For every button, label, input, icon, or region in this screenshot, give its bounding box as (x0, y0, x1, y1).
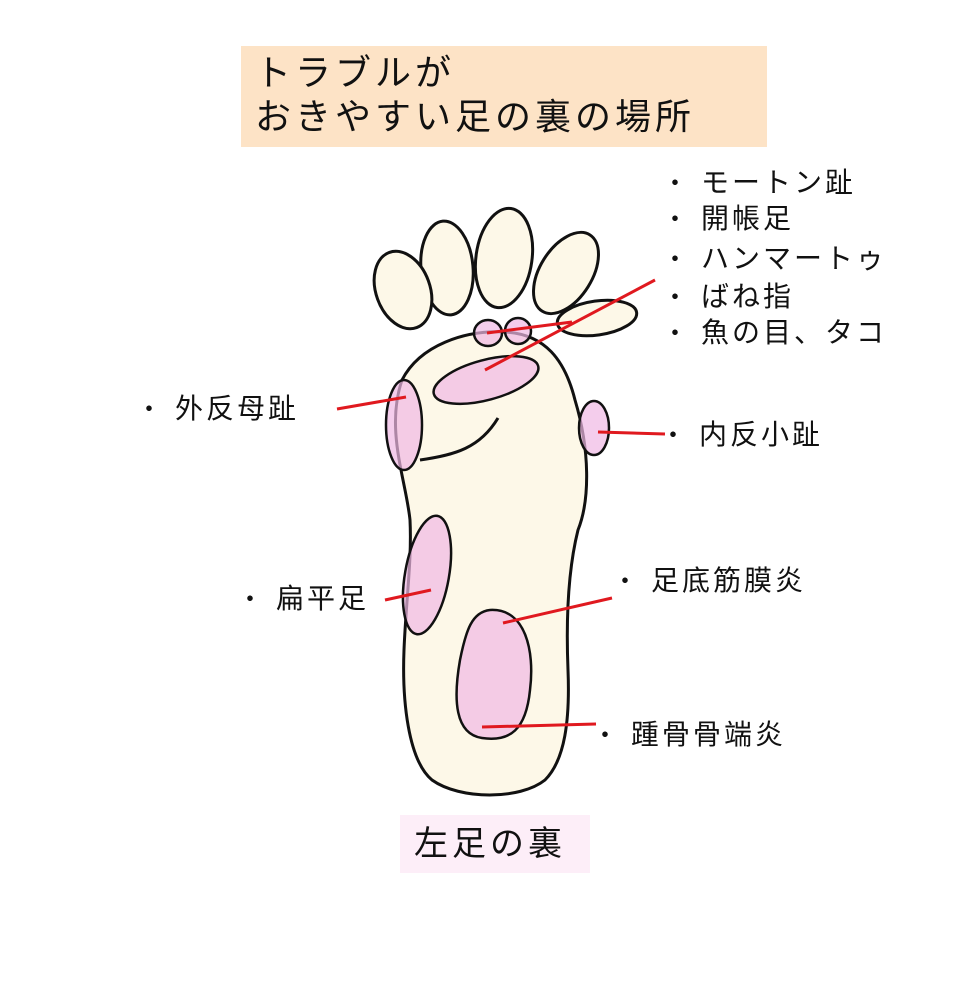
label-flat-foot-text: 扁平足 (276, 582, 370, 615)
bullet: ・ (237, 585, 267, 615)
label-morton-text: モートン趾 (701, 166, 857, 199)
label-corn-callus-text: 魚の目、タコ (701, 316, 888, 349)
title-box: トラブルが おきやすい足の裏の場所 (241, 46, 767, 147)
bullet: ・ (662, 169, 692, 199)
pointer-toe-base (486, 320, 573, 335)
label-morton: ・モートン趾 (662, 166, 856, 201)
bullet: ・ (592, 721, 622, 751)
marker-heel (455, 608, 533, 740)
marker-arch (401, 514, 453, 636)
label-plantar-fasciitis-text: 足底筋膜炎 (651, 564, 807, 597)
marker-metatarsal (432, 354, 540, 406)
toe-big (372, 249, 434, 331)
label-hallux-valgus-text: 外反母趾 (175, 392, 300, 425)
marker-hallux (384, 378, 424, 472)
label-spread-foot: ・開帳足 (662, 202, 794, 237)
pointer-hallux-valgus (336, 395, 407, 411)
bullet: ・ (662, 205, 692, 235)
marker-little-toe (577, 399, 611, 457)
bullet: ・ (660, 421, 690, 451)
toe-third (473, 206, 535, 310)
label-trigger-toe: ・ばね指 (662, 280, 794, 315)
pointer-plantar (502, 596, 613, 625)
pointer-heel (481, 722, 597, 729)
pointer-bunionette (597, 430, 666, 436)
pointer-flat-foot (384, 588, 432, 602)
title-line-2: おきやすい足の裏の場所 (255, 97, 696, 138)
bullet: ・ (662, 245, 692, 275)
label-hammer-toe-text: ハンマートゥ (701, 242, 888, 275)
bullet: ・ (662, 283, 692, 313)
label-calcaneal-apophysitis-text: 踵骨骨端炎 (631, 718, 787, 751)
caption-text: 左足の裏 (414, 824, 566, 864)
label-calcaneal-apophysitis: ・踵骨骨端炎 (592, 718, 786, 753)
label-flat-foot: ・扁平足 (237, 582, 369, 617)
label-hammer-toe: ・ハンマートゥ (662, 242, 887, 277)
label-trigger-toe-text: ばね指 (701, 280, 795, 313)
bullet: ・ (662, 319, 692, 349)
bullet: ・ (612, 567, 642, 597)
caption-box: 左足の裏 (400, 815, 590, 873)
label-hallux-valgus: ・外反母趾 (136, 392, 299, 427)
bullet: ・ (136, 395, 166, 425)
pointer-forefoot (484, 278, 656, 372)
title-line-1: トラブルが (255, 53, 456, 94)
label-bunionette: ・内反小趾 (660, 418, 823, 453)
label-corn-callus: ・魚の目、タコ (662, 316, 887, 351)
toe-fourth (532, 230, 600, 316)
label-plantar-fasciitis: ・足底筋膜炎 (612, 564, 806, 599)
label-bunionette-text: 内反小趾 (699, 418, 824, 451)
arch-line (419, 417, 500, 462)
label-spread-foot-text: 開帳足 (701, 202, 795, 235)
